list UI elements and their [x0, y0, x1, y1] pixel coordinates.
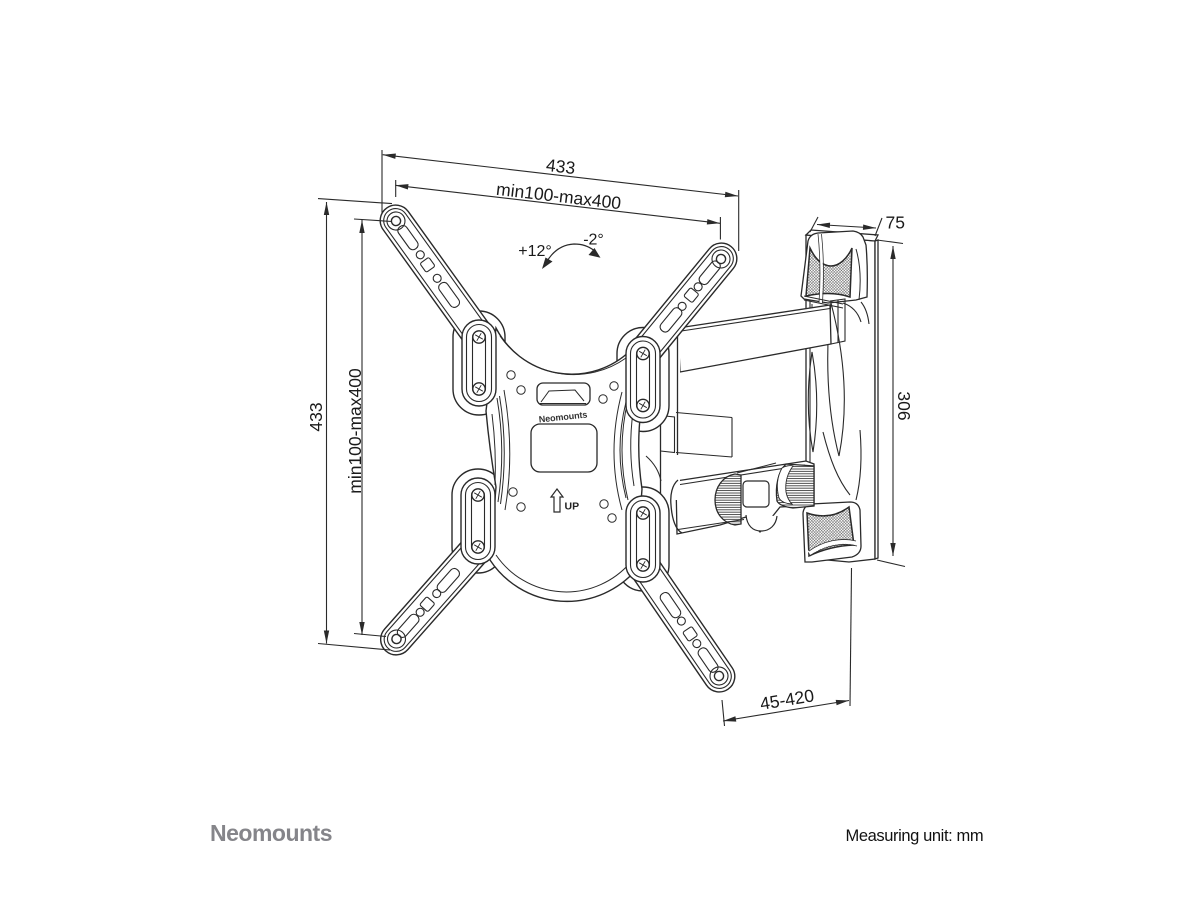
svg-text:-2°: -2° [583, 232, 604, 249]
svg-text:Measuring unit: mm: Measuring unit: mm [846, 827, 984, 845]
svg-text:433: 433 [306, 402, 326, 431]
svg-text:433: 433 [545, 155, 576, 178]
svg-text:UP: UP [565, 501, 580, 513]
svg-text:75: 75 [886, 213, 905, 233]
svg-text:Neomounts: Neomounts [210, 820, 332, 846]
svg-text:min100-max400: min100-max400 [345, 368, 365, 494]
svg-text:+12°: +12° [518, 243, 552, 260]
svg-text:306: 306 [894, 391, 914, 420]
